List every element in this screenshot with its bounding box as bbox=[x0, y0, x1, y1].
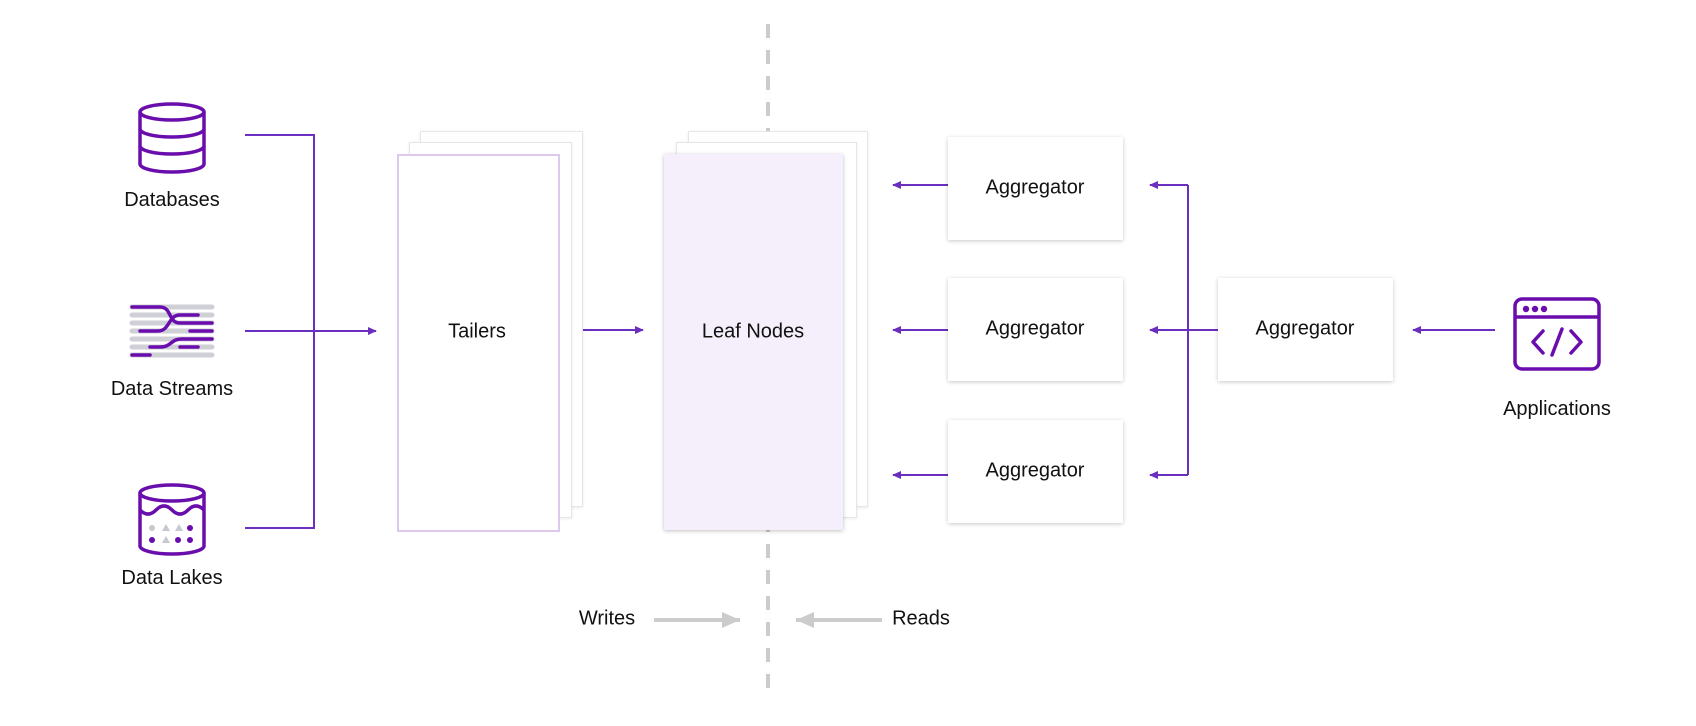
aggregator-bottom-label: Aggregator bbox=[985, 459, 1085, 482]
data-lake-icon bbox=[138, 483, 206, 556]
aggregator-root bbox=[1218, 278, 1393, 381]
data-lakes-label: Data Lakes bbox=[121, 567, 223, 589]
data-streams-label: Data Streams bbox=[110, 378, 234, 400]
aggregator-top bbox=[948, 137, 1123, 240]
applications-label: Applications bbox=[1503, 398, 1611, 420]
aggregator-middle bbox=[948, 278, 1123, 381]
tailers-label: Tailers bbox=[448, 320, 506, 343]
application-code-icon bbox=[1513, 297, 1601, 371]
aggregator-middle-label: Aggregator bbox=[985, 317, 1085, 340]
data-stream-icon bbox=[129, 304, 215, 358]
aggregator-bottom bbox=[948, 420, 1123, 523]
tailers-box bbox=[397, 154, 560, 532]
aggregator-root-label: Aggregator bbox=[1255, 317, 1355, 340]
writes-label: Writes bbox=[578, 607, 636, 630]
databases-label: Databases bbox=[124, 189, 220, 211]
sources-connector bbox=[245, 134, 377, 529]
root-aggregator-fanout bbox=[1149, 181, 1218, 479]
database-icon bbox=[138, 102, 206, 174]
leaf-nodes-label: Leaf Nodes bbox=[701, 320, 805, 343]
aggregators-to-leaf-arrows bbox=[892, 181, 948, 479]
leaf-nodes-box bbox=[664, 154, 843, 530]
aggregator-top-label: Aggregator bbox=[985, 176, 1085, 199]
reads-label: Reads bbox=[892, 607, 950, 630]
